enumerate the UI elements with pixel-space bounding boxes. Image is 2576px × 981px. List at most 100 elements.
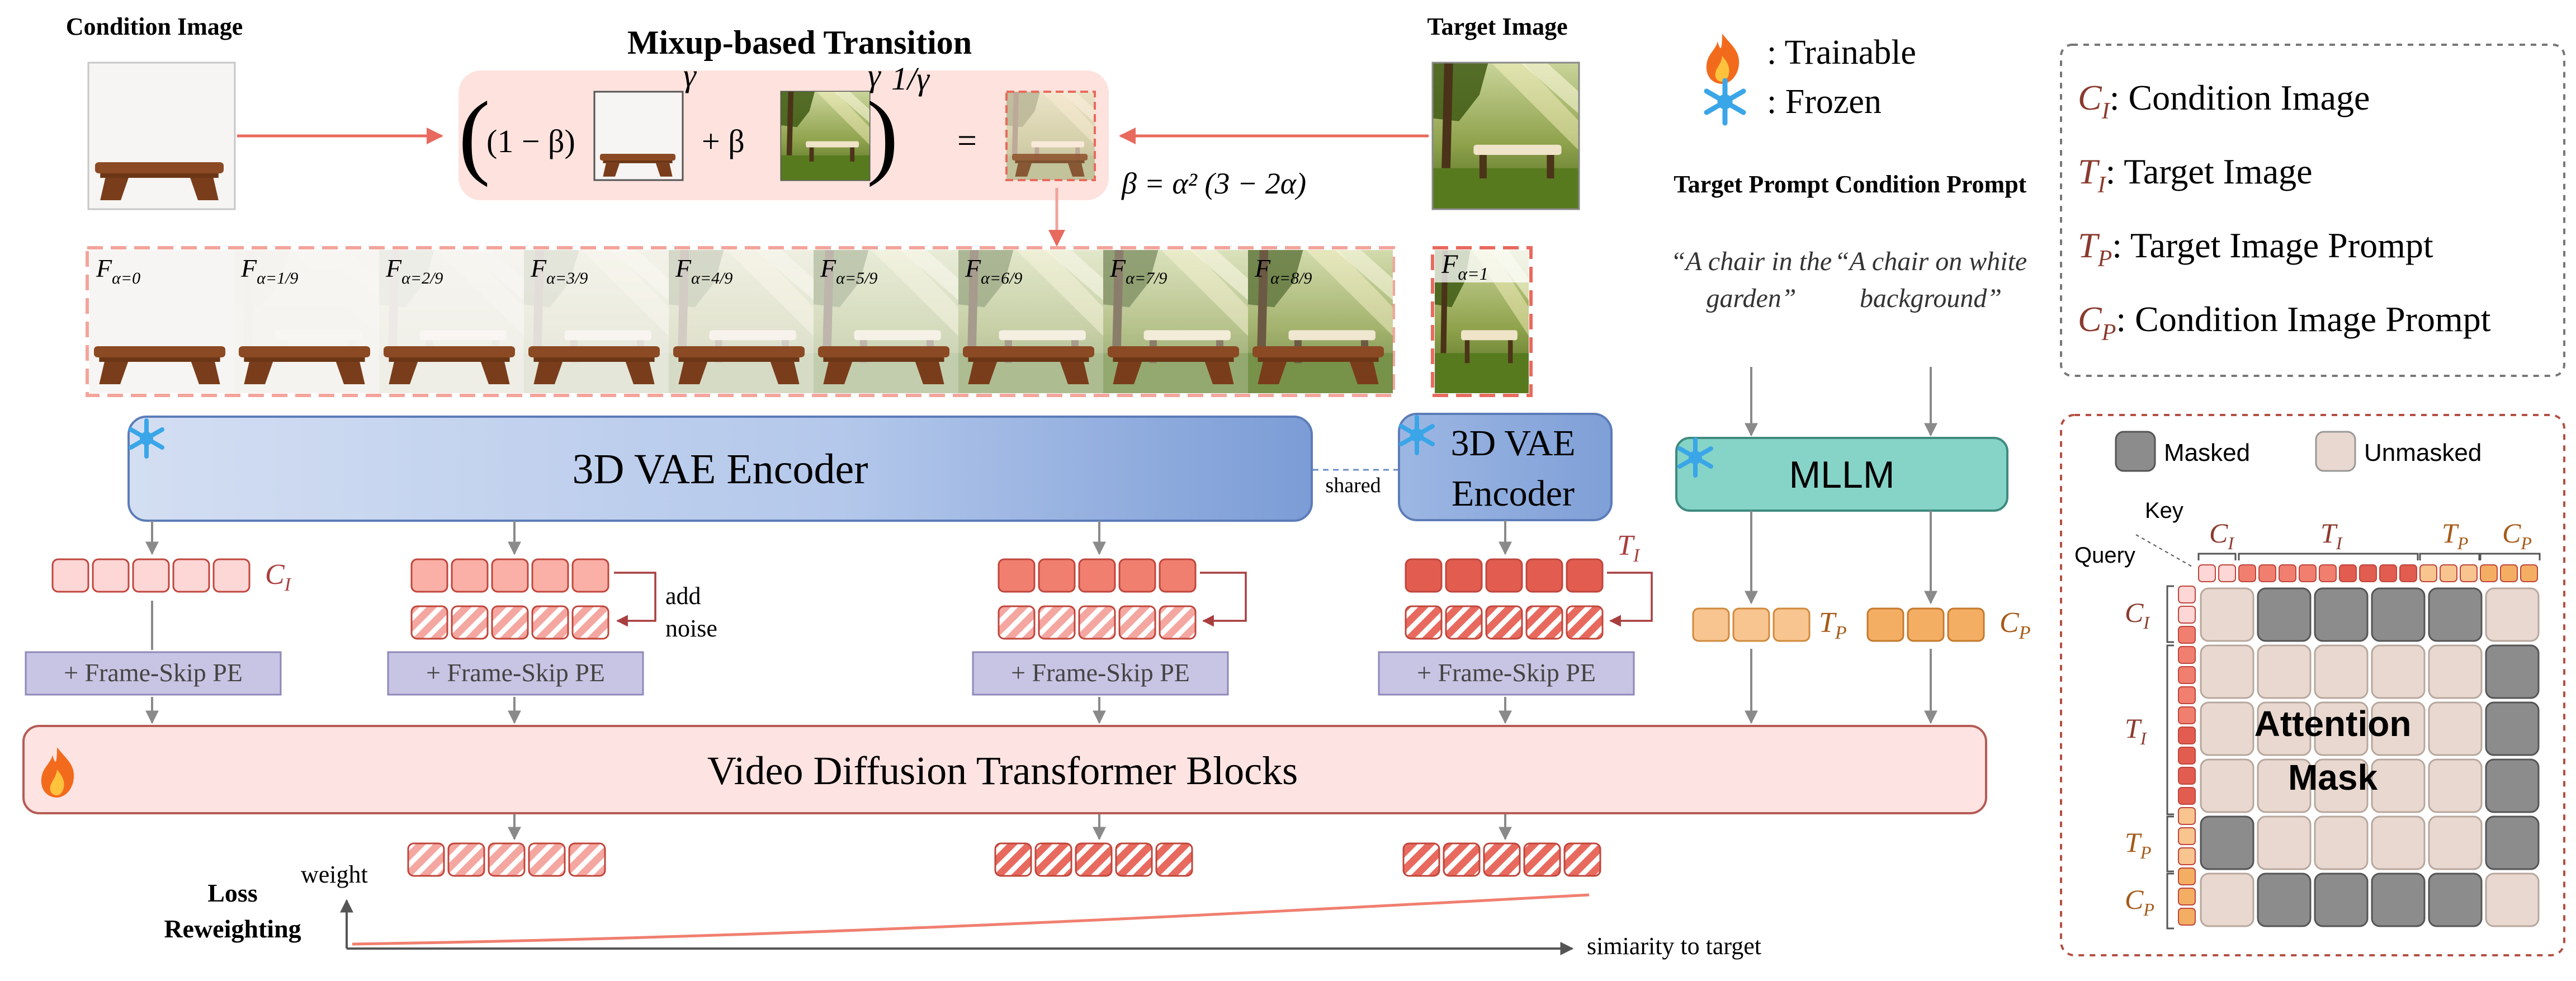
formula-gamma-1: γ [683,57,697,93]
token [1732,607,1770,642]
mask-cell-unmasked [2314,758,2369,813]
token [571,605,609,640]
token [1078,558,1116,593]
token [1866,607,1904,642]
mask-cell-unmasked [2200,872,2254,927]
mask-cell-unmasked [2371,644,2426,699]
frame-label: Fα=7/9 [1109,254,1167,287]
mask-cell-unmasked [2485,587,2540,642]
mask-cell-unmasked [2200,587,2254,642]
attention-mask-box [2060,414,2565,956]
cp-tokens [1866,607,1985,642]
token [1075,842,1113,877]
token [531,605,569,640]
snowflake-icon [1399,415,1435,455]
token [451,605,489,640]
noisy-tokens-1 [410,605,609,640]
token [410,605,448,640]
token [1405,605,1443,640]
token [1907,607,1945,642]
token [488,842,526,877]
frame-item: Fα=3/9 [524,250,669,393]
mixup-formula: ( (1 − β) γ + β γ ) 1/γ = [459,57,1096,187]
token [51,558,89,593]
token-label-ci: CI [265,559,292,595]
flame-icon [41,747,74,798]
mllm-module: MLLM [1675,437,2008,512]
token [1118,558,1156,593]
loss-title-line1: Loss [207,879,257,907]
mask-cell-unmasked [2371,815,2426,870]
key-token-strip [2198,564,2538,582]
snowflake-icon [129,418,164,459]
frame-item: Fα=6/9 [958,250,1103,393]
masked-label: Masked [2164,439,2250,466]
final-frame-border [1431,246,1533,397]
attention-legend: Masked Unmasked [2115,431,2482,472]
legend-trainable: : Trainable [1706,34,1916,84]
token [998,605,1036,640]
frame-skip-pe-label: + Frame-Skip PE [426,658,605,687]
pe-input-arrows [145,601,1937,724]
mask-cell-masked [2485,644,2540,699]
target-image-label: Target Image [1427,13,1567,40]
token-label-ti: TI [1617,530,1641,566]
loss-weight-curve [352,893,1590,946]
token [212,558,250,593]
token [1692,607,1730,642]
token [1118,605,1156,640]
token [1445,558,1483,593]
key-group-label: TP [2442,517,2468,553]
token [1443,842,1481,877]
add-noise-label-1: add [665,582,701,610]
frame-label: Fα=6/9 [965,254,1022,287]
mask-cell-unmasked [2428,644,2483,699]
token [1159,605,1197,640]
frame-skip-pe: + Frame-Skip PE [972,651,1229,696]
mask-cell-unmasked [2314,815,2369,870]
vae-encoder-main-label: 3D VAE Encoder [572,446,868,493]
token [1034,842,1072,877]
query-group-label: CI [2125,597,2150,633]
condition-prompt-title: Condition Prompt [1835,171,2027,198]
token [1525,605,1563,640]
frame-skip-pe-label: + Frame-Skip PE [64,658,243,687]
mask-cell-unmasked [2257,701,2312,756]
mask-cell-masked [2485,815,2540,870]
token [1485,558,1523,593]
condition-image-label: Condition Image [66,13,243,40]
mask-cell-masked [2200,815,2254,870]
formula-equals: = [957,122,977,160]
frame-skip-pe: + Frame-Skip PE [1378,651,1635,696]
frame-alpha-1-label: Fα=1 [1441,249,1488,284]
frame-label: Fα=1/9 [240,254,298,287]
ti-tokens [1405,558,1604,593]
key-group-label: CP [2502,517,2532,553]
token [447,842,485,877]
attention-title-line1: Attention [2254,704,2412,744]
dit-blocks: Video Diffusion Transformer Blocks [22,725,1987,814]
mask-cell-masked [2257,872,2312,927]
loss-title-line2: Reweighting [164,914,301,943]
token [1483,842,1521,877]
dit-blocks-label: Video Diffusion Transformer Blocks [707,748,1298,793]
frame-item: Fα=4/9 [669,250,814,393]
frame-item: Fα=7/9 [1103,250,1248,393]
mask-cell-unmasked [2200,758,2254,813]
legend-frozen-text: : Frozen [1767,83,1882,121]
frame-item: Fα=0 [89,250,234,393]
noisy-tokens-2 [998,605,1197,640]
token [1523,842,1561,877]
notation-item: CP: Condition Image Prompt [2078,299,2491,346]
token [491,605,529,640]
frame-label: Fα=3/9 [530,254,588,287]
legend-trainable-text: : Trainable [1767,34,1916,72]
loss-x-axis-label: simiarity to target [1587,932,1761,960]
key-label: Key [2145,498,2183,523]
target-image-thumbnail [1431,62,1580,210]
frame-item: Fα=8/9 [1248,250,1393,393]
token [1485,605,1523,640]
mask-cell-masked [2428,872,2483,927]
notation-item: TI: Target Image [2078,152,2313,198]
